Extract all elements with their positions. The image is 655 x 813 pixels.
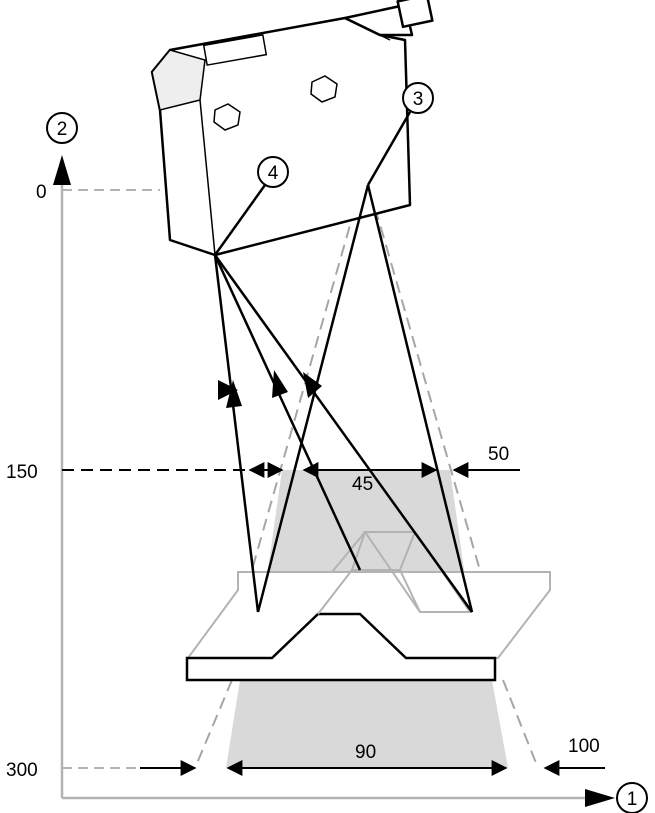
callout-receiver: 4 [257, 156, 289, 188]
dim-far-inner: 90 [355, 742, 376, 763]
receiver-leader [213, 184, 267, 256]
svg-text:4: 4 [268, 163, 279, 184]
dim-far-outer: 100 [568, 736, 600, 757]
sensor-connector [343, 0, 434, 37]
emitter-leader [366, 111, 412, 186]
receiver-beams [213, 254, 474, 613]
sensor-housing [150, 16, 412, 257]
callout-axis-x: 1 [616, 782, 648, 813]
dim-near-inner: 45 [352, 474, 373, 495]
beam-envelope [194, 189, 539, 769]
callout-axis-y: 2 [46, 112, 78, 144]
target-object-front [185, 531, 497, 682]
emitter-beams [256, 184, 474, 613]
svg-text:2: 2 [57, 119, 68, 140]
callout-emitter: 3 [402, 82, 434, 114]
far-light-spot [226, 680, 508, 768]
axis-label-150: 150 [6, 462, 38, 483]
axis-label-zero: 0 [36, 182, 47, 203]
dim-near-outer: 50 [488, 444, 509, 465]
svg-text:1: 1 [627, 789, 638, 810]
axis-label-300: 300 [6, 760, 38, 781]
beam-direction-arrows [226, 370, 322, 408]
coordinate-axes [53, 155, 615, 807]
svg-text:3: 3 [413, 89, 424, 110]
